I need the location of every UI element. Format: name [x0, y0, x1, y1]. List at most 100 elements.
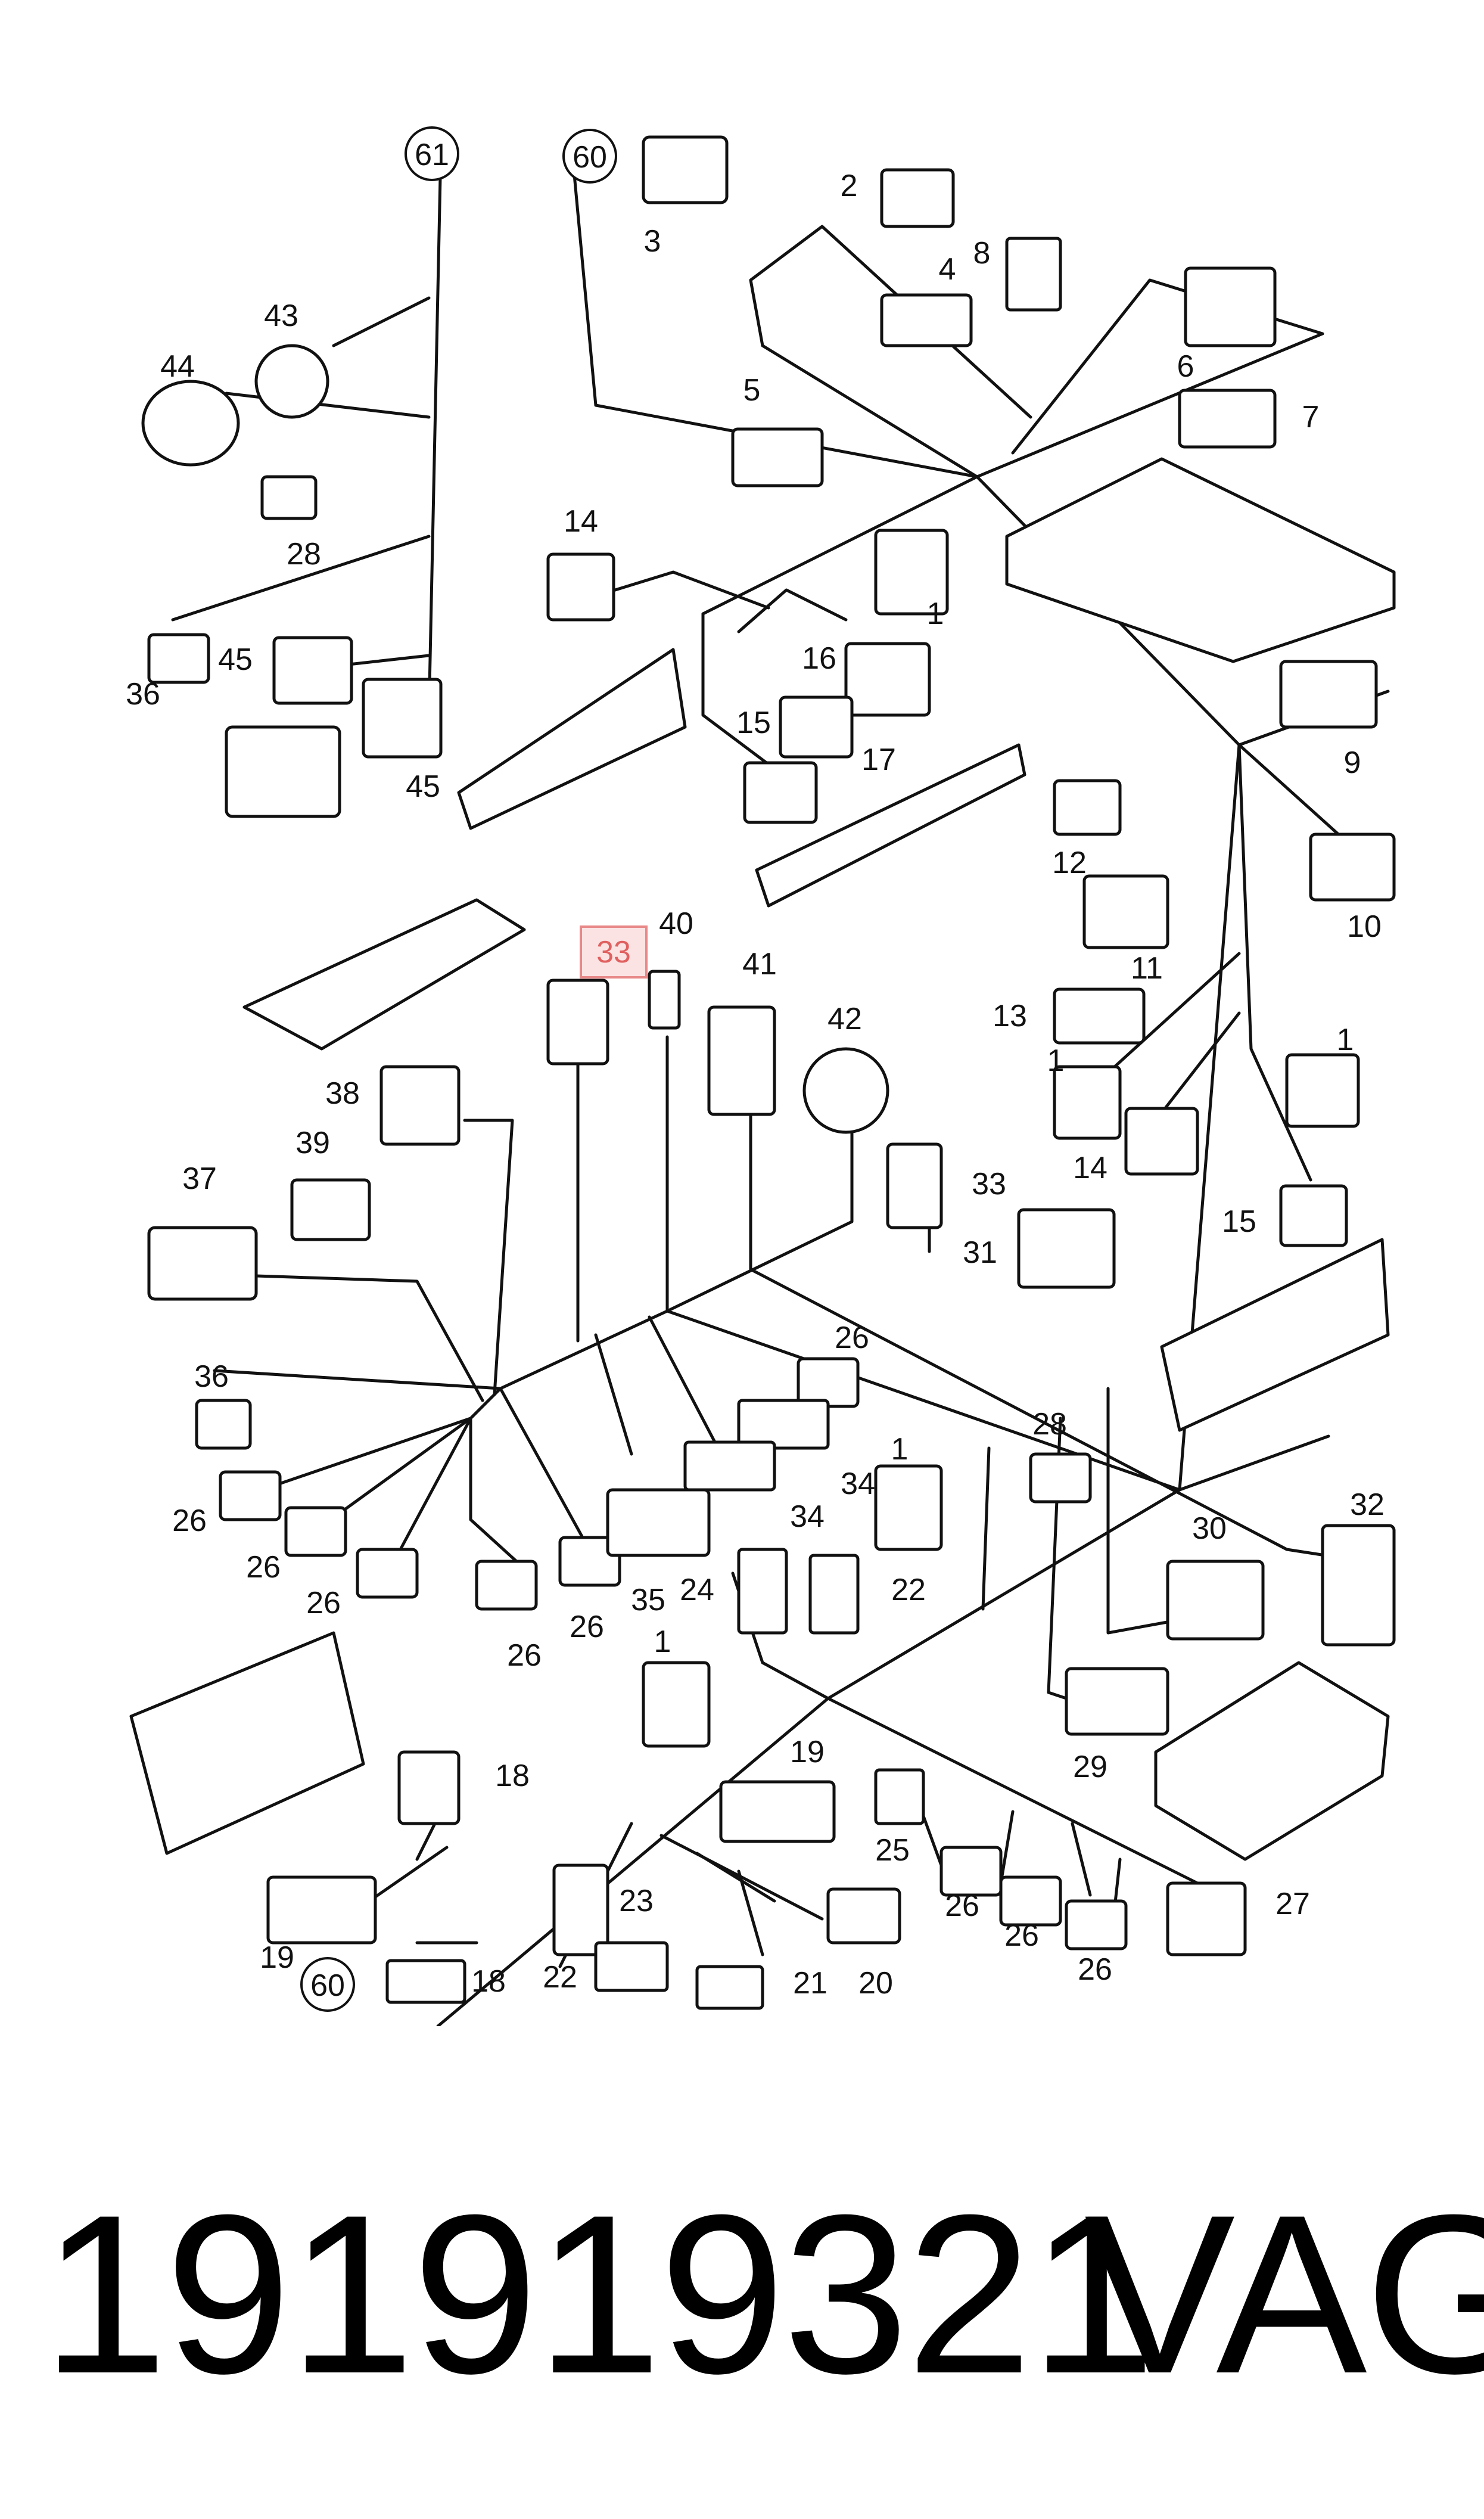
connector-30	[1166, 1560, 1265, 1641]
harness-wire	[469, 1417, 538, 1581]
connector-31	[1017, 1208, 1116, 1289]
harness-wire	[1106, 1387, 1175, 1635]
callout-26-i: 26	[1078, 1952, 1112, 1987]
ref-circle-61	[405, 126, 459, 181]
highlight-box	[580, 925, 648, 979]
callout-33-b: 33	[972, 1167, 1006, 1201]
connector-12	[1053, 779, 1122, 836]
connector-26g	[939, 1846, 1003, 1897]
motor-14b	[1124, 1107, 1199, 1176]
harness-wire	[225, 392, 431, 419]
callout-2: 2	[841, 169, 858, 203]
harness-wire	[648, 1315, 717, 1444]
connector-6	[1184, 266, 1277, 347]
harness-wire	[436, 1434, 1330, 2026]
connector-18	[397, 1750, 461, 1825]
connector-39	[290, 1178, 371, 1241]
callout-28-b: 28	[1032, 1407, 1067, 1442]
connector-3	[642, 135, 729, 204]
harness-wire	[1237, 743, 1312, 1182]
connector-1e	[642, 1661, 711, 1748]
callout-4: 4	[939, 252, 956, 287]
callout-15-b: 15	[1222, 1204, 1256, 1239]
callout-1-e: 1	[654, 1625, 671, 1659]
part-number: 191919321	[42, 2167, 1156, 2421]
harness-wire	[695, 1852, 776, 1903]
harness-wire	[332, 296, 431, 347]
connector-32	[1321, 1524, 1396, 1647]
callout-34-b: 34	[790, 1499, 825, 1534]
callout-42: 42	[827, 1002, 862, 1036]
callout-19-b: 19	[260, 1940, 294, 1975]
lamp-37	[147, 1226, 258, 1301]
harness-wire	[981, 1446, 991, 1611]
callout-23: 23	[619, 1884, 654, 1918]
callout-37: 37	[182, 1161, 217, 1196]
connector-26i	[1065, 1899, 1128, 1950]
callout-15-a: 15	[736, 706, 771, 740]
connector-16	[844, 642, 931, 717]
sun-visor-right	[1160, 1238, 1390, 1432]
callout-5: 5	[743, 373, 761, 408]
connector-1b	[1053, 1065, 1122, 1140]
harness-wire	[213, 1369, 502, 1390]
roof-module	[242, 898, 526, 1051]
callout-38: 38	[325, 1076, 360, 1111]
connector-44	[141, 380, 240, 467]
ref-circle-60-bottom	[300, 1957, 355, 2012]
callout-36-b: 36	[194, 1359, 229, 1394]
callout-labels: 3 2 4 8 6 7 5 1 14 43 44 28 36 45 45 16 …	[126, 169, 1385, 2001]
ref-circle-60-top	[562, 129, 617, 184]
callout-43: 43	[264, 299, 298, 333]
connector-33b	[886, 1142, 943, 1229]
switch-panel	[225, 725, 341, 818]
harness-wire	[1154, 1011, 1241, 1122]
brand-label: VAG	[1084, 2167, 1484, 2421]
callout-14-a: 14	[564, 504, 598, 539]
airbag-module	[1154, 1661, 1390, 1861]
harness-wire	[570, 147, 979, 479]
callout-26-f: 26	[570, 1610, 604, 1644]
callout-24: 24	[680, 1573, 714, 1607]
connector-1d	[874, 1464, 943, 1551]
connector-33	[546, 979, 609, 1066]
connector-15c	[1279, 1184, 1348, 1247]
connector-36	[147, 633, 210, 684]
connector-34a	[737, 1399, 830, 1450]
callout-25: 25	[875, 1833, 910, 1868]
grab-handle	[755, 743, 1026, 908]
connector-13	[1053, 987, 1146, 1045]
connector-1c	[1285, 1053, 1360, 1128]
harness-wire	[594, 570, 770, 610]
connector-38	[379, 1065, 461, 1146]
callout-39: 39	[295, 1126, 330, 1160]
callout-44: 44	[160, 349, 195, 384]
connector-10	[1309, 833, 1396, 902]
callout-10: 10	[1347, 909, 1382, 944]
connector-8	[1005, 237, 1062, 312]
connector-36b	[195, 1399, 252, 1450]
connector-23	[552, 1863, 609, 1956]
connector-15	[779, 695, 854, 759]
connector-34b	[683, 1440, 776, 1492]
bulb-28	[260, 475, 318, 520]
connector-24	[737, 1548, 788, 1635]
sun-visor-left	[457, 648, 687, 830]
connector-26c	[356, 1548, 419, 1599]
ref-label-60-top: 60	[573, 140, 607, 175]
callout-40: 40	[659, 906, 693, 941]
harness-wire	[737, 1869, 764, 1956]
relay-45b	[362, 678, 443, 759]
console-housing	[1005, 457, 1396, 663]
callout-31: 31	[963, 1235, 997, 1270]
callout-19-a: 19	[790, 1735, 825, 1769]
harness-wire	[469, 1309, 1181, 1492]
bulb-28b	[1029, 1452, 1092, 1504]
callout-45-a: 45	[218, 642, 253, 677]
callout-11: 11	[1131, 951, 1163, 986]
connector-25	[874, 1768, 925, 1825]
connector-26d	[475, 1560, 538, 1611]
grommet-43	[254, 344, 329, 419]
callout-35: 35	[631, 1583, 665, 1617]
harness-wire	[737, 588, 848, 633]
